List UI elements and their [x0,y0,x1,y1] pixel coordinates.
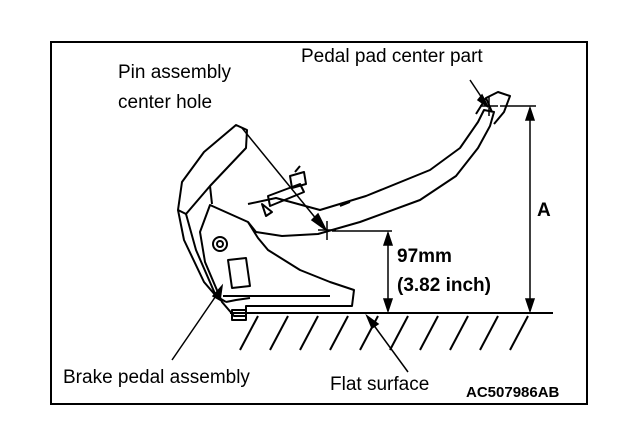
pin-assembly-label-line1: Pin assembly [118,62,231,83]
pedal-pad-label: Pedal pad center part [301,46,483,67]
floor-hatching [239,315,529,351]
figure-frame [50,41,588,405]
dimension-mm-label: 97mm [397,246,452,267]
figure-code: AC507986AB [466,384,560,401]
flat-surface-label: Flat surface [330,374,430,395]
dimension-a [500,105,536,314]
dimension-inch-label: (3.82 inch) [397,275,491,296]
pad-crosshair [480,97,498,116]
pedal-bracket [199,165,355,321]
leader-lines [171,79,489,373]
pedal-lever-rear [177,124,248,303]
dimension-a-label: A [537,200,551,221]
pedal-arm [247,91,511,237]
pin-assembly-label-line2: center hole [118,92,213,113]
dimension-97mm [332,230,394,314]
brake-pedal-label: Brake pedal assembly [63,367,250,388]
pin-crosshair [318,221,336,240]
